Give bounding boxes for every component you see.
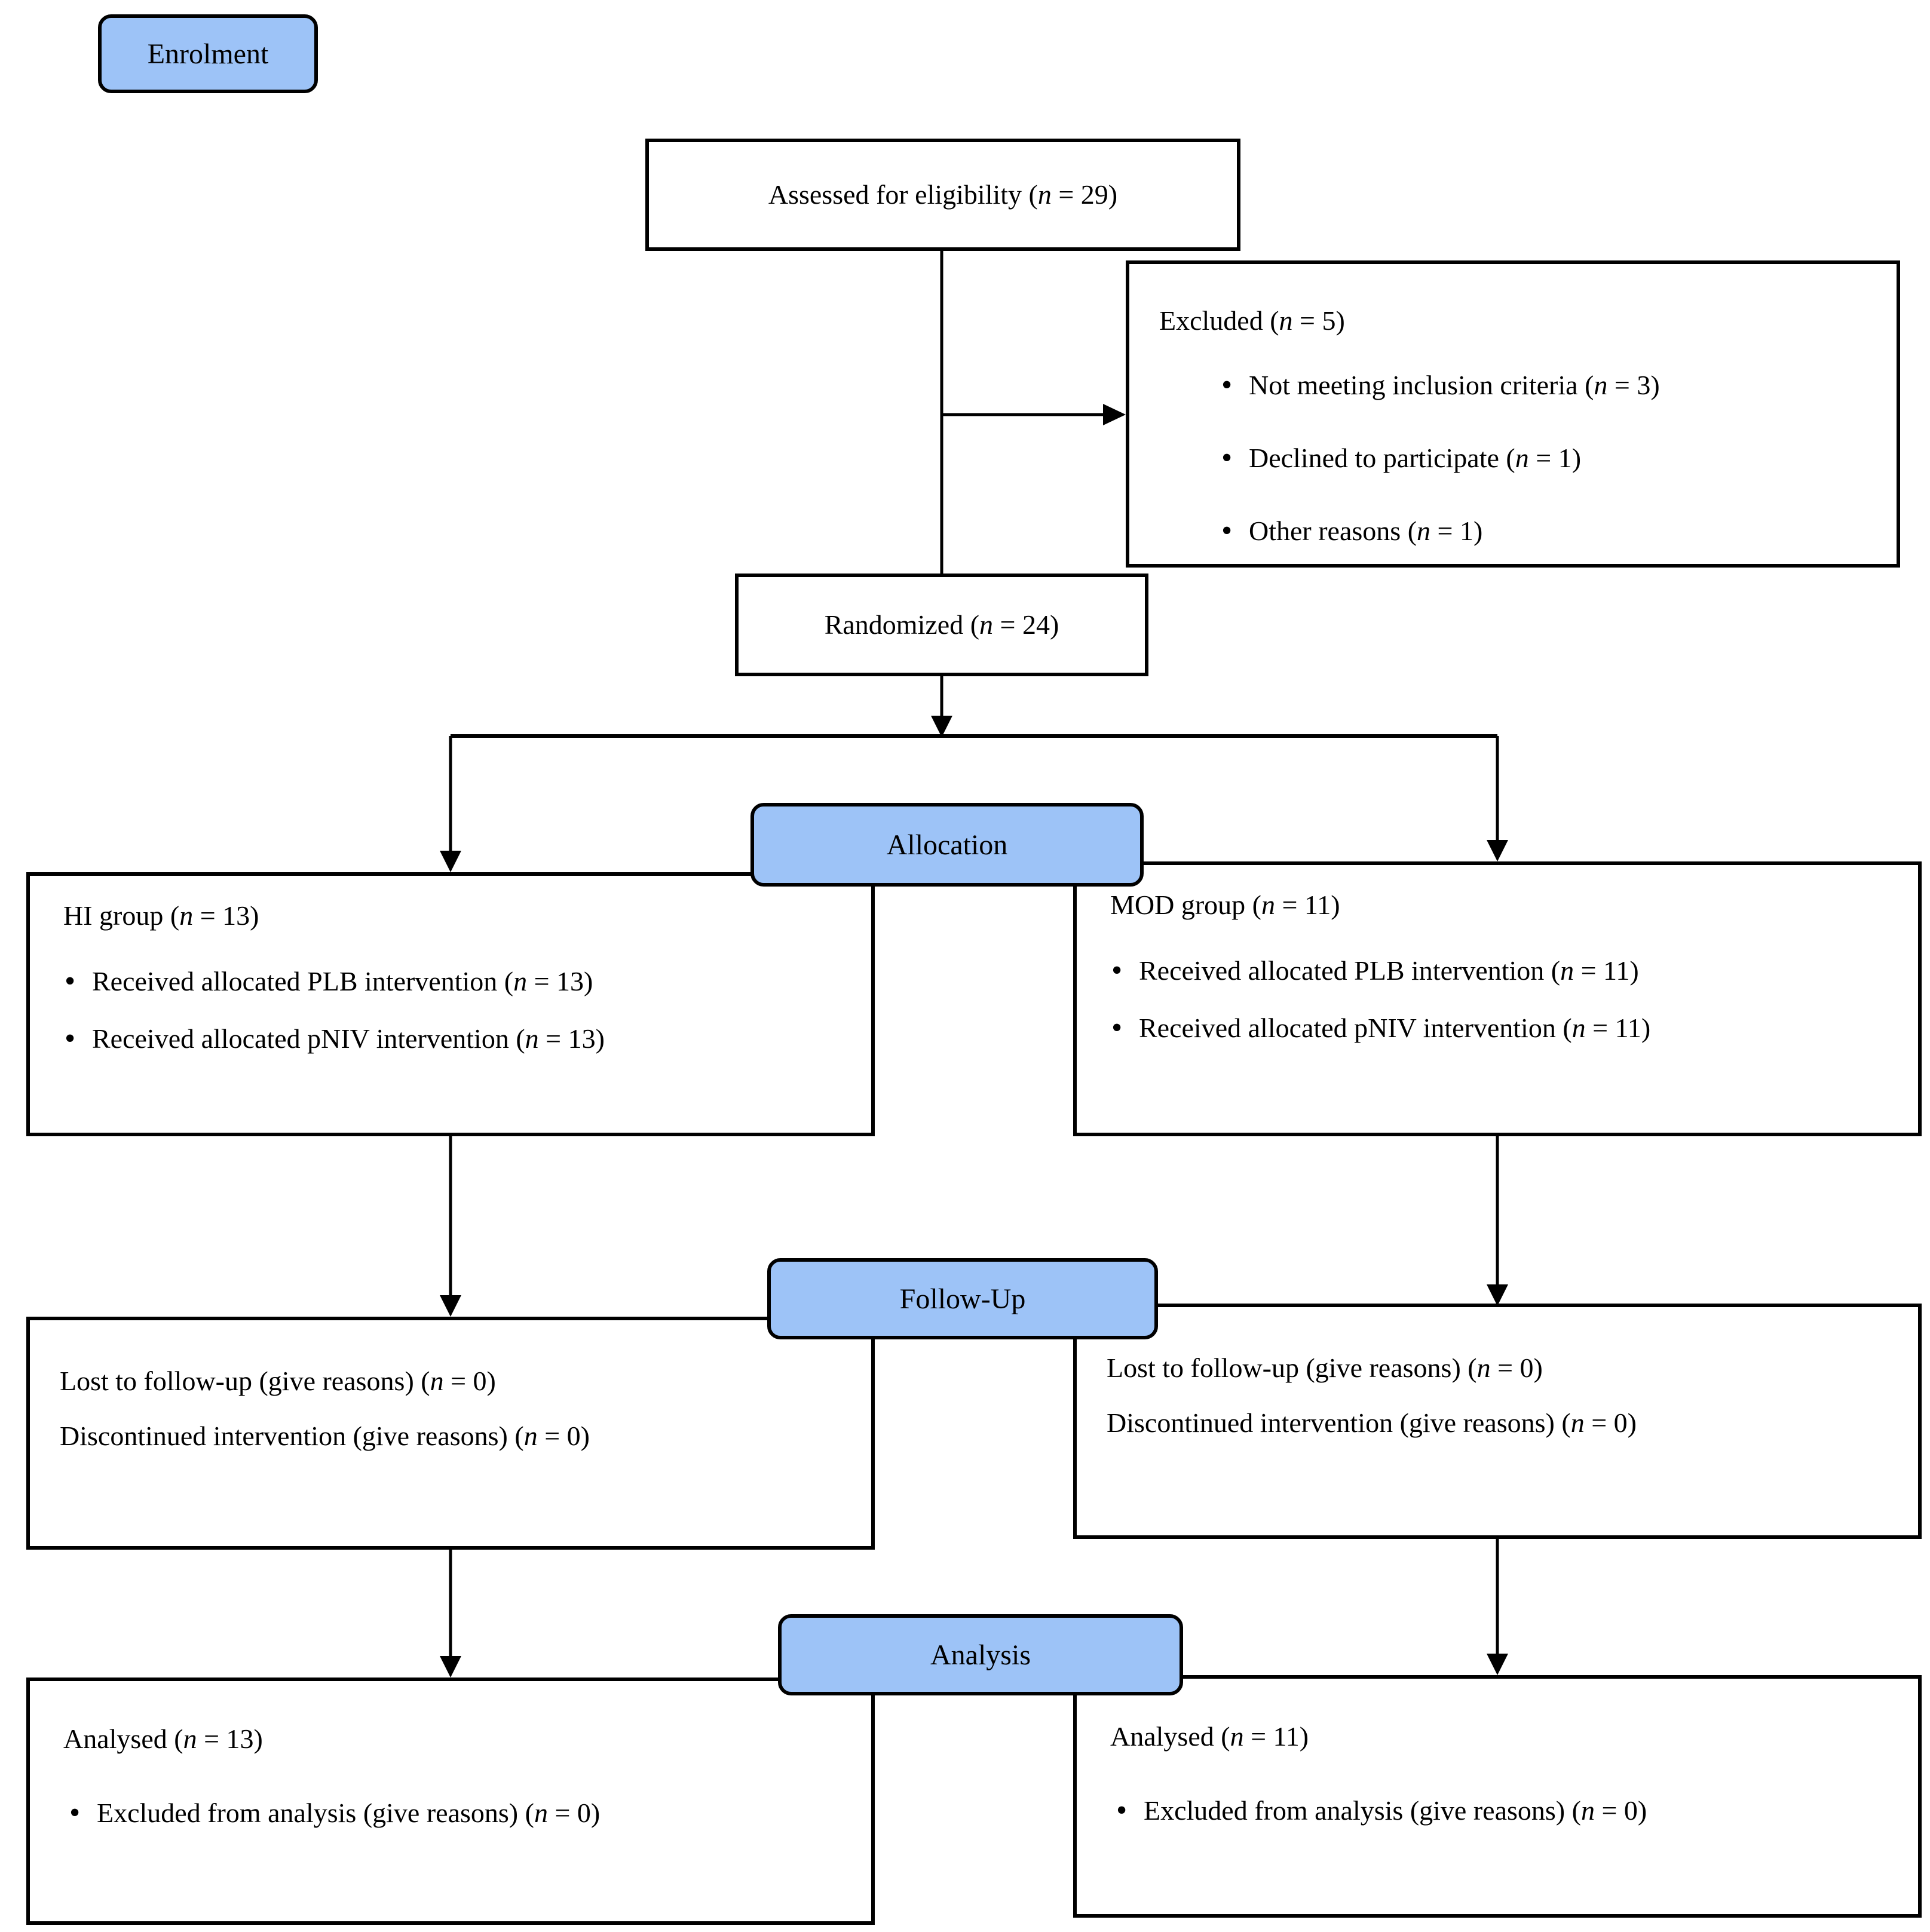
excluded-title: Excluded (n = 5)	[1159, 305, 1345, 336]
list-item: Excluded from analysis (give reasons) (n…	[69, 1793, 847, 1833]
hi-group-list: Received allocated PLB intervention (n =…	[63, 962, 841, 1059]
list-item: Not meeting inclusion criteria (n = 3)	[1221, 366, 1867, 405]
list-item: Received allocated PLB intervention (n =…	[1111, 951, 1888, 990]
stage-badge-allocation: Allocation	[750, 803, 1144, 887]
arrowhead-analysis-right	[1487, 1654, 1508, 1675]
mod-group-list: Received allocated PLB intervention (n =…	[1110, 951, 1888, 1048]
followup-right-line-2: Discontinued intervention (give reasons)…	[1107, 1407, 1637, 1438]
mod-group-title: MOD group (n = 11)	[1110, 890, 1340, 920]
arrowhead-followup-right	[1487, 1284, 1508, 1306]
followup-left-line-1: Lost to follow-up (give reasons) (n = 0)	[60, 1366, 496, 1396]
analysis-right-box: Analysed (n = 11) Excluded from analysis…	[1073, 1675, 1922, 1918]
arrowhead-analysis-left	[440, 1656, 461, 1678]
followup-right-box: Lost to follow-up (give reasons) (n = 0)…	[1073, 1304, 1922, 1539]
analysis-left-box: Analysed (n = 13) Excluded from analysis…	[26, 1678, 875, 1925]
arrowhead-followup-left	[440, 1295, 461, 1317]
analysis-left-title: Analysed (n = 13)	[63, 1724, 263, 1754]
randomized-box: Randomized (n = 24)	[735, 574, 1148, 676]
analysis-right-title: Analysed (n = 11)	[1110, 1721, 1309, 1752]
list-item: Received allocated pNIV intervention (n …	[65, 1019, 841, 1059]
followup-left-box: Lost to follow-up (give reasons) (n = 0)…	[26, 1317, 875, 1550]
stage-badge-enrolment: Enrolment	[98, 14, 318, 93]
stage-badge-followup: Follow-Up	[767, 1258, 1158, 1339]
list-item: Other reasons (n = 1)	[1221, 511, 1867, 551]
assessed-box: Assessed for eligibility (n = 29)	[645, 139, 1240, 251]
stage-badge-analysis: Analysis	[778, 1614, 1183, 1695]
arrowhead-mod-group	[1487, 840, 1508, 861]
list-item: Received allocated PLB intervention (n =…	[65, 962, 841, 1001]
arrowhead-excluded	[1103, 404, 1126, 425]
arrowhead-hi-group	[440, 851, 461, 872]
hi-group-title: HI group (n = 13)	[63, 900, 259, 931]
arrowhead-split-junction	[931, 716, 952, 737]
hi-group-box: HI group (n = 13) Received allocated PLB…	[26, 872, 875, 1136]
excluded-list: Not meeting inclusion criteria (n = 3) D…	[1159, 366, 1867, 551]
list-item: Declined to participate (n = 1)	[1221, 438, 1867, 478]
followup-left-line-2: Discontinued intervention (give reasons)…	[60, 1421, 590, 1451]
list-item: Excluded from analysis (give reasons) (n…	[1116, 1791, 1894, 1830]
randomized-text: Randomized (n = 24)	[824, 609, 1059, 640]
mod-group-box: MOD group (n = 11) Received allocated PL…	[1073, 861, 1922, 1136]
analysis-right-list: Excluded from analysis (give reasons) (n…	[1110, 1791, 1894, 1830]
followup-right-line-1: Lost to follow-up (give reasons) (n = 0)	[1107, 1353, 1543, 1383]
excluded-box: Excluded (n = 5) Not meeting inclusion c…	[1126, 260, 1900, 568]
analysis-left-list: Excluded from analysis (give reasons) (n…	[63, 1793, 847, 1833]
assessed-text: Assessed for eligibility (n = 29)	[768, 179, 1118, 210]
list-item: Received allocated pNIV intervention (n …	[1111, 1008, 1888, 1048]
